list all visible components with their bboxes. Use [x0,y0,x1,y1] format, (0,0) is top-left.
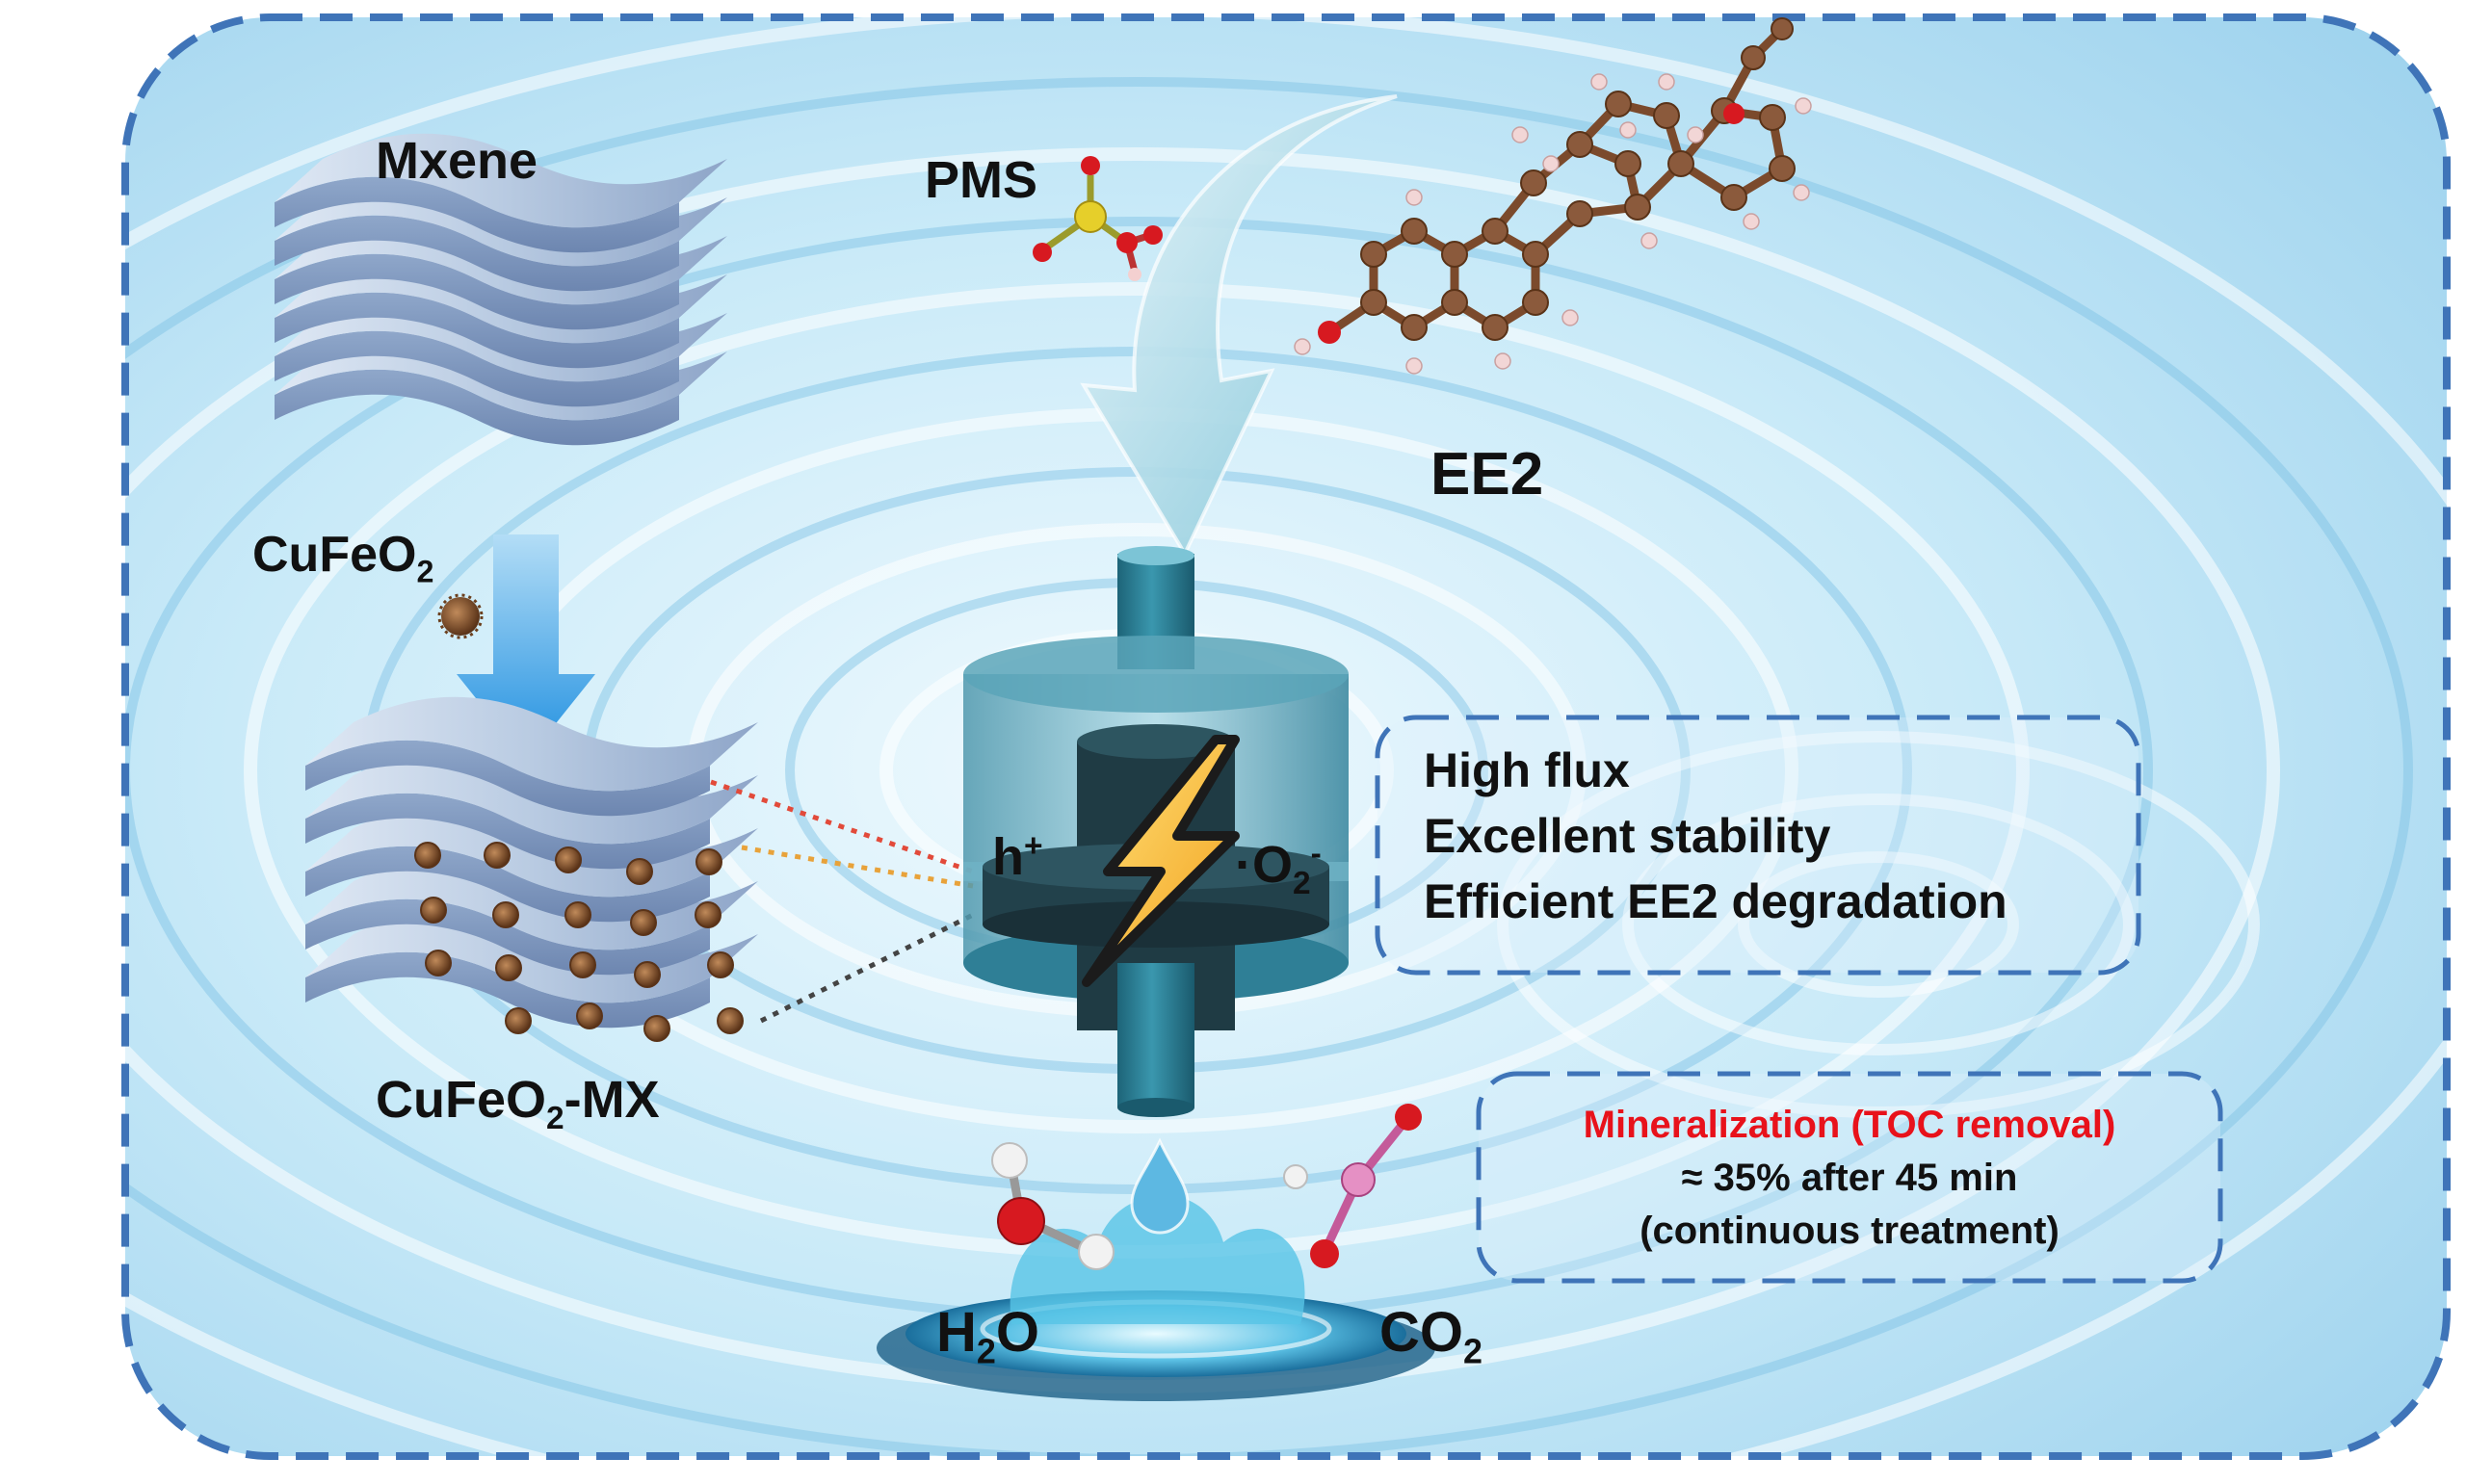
co2-label: CO2 [1379,1301,1482,1371]
h2o-label: H2O [936,1301,1040,1371]
hole-label: h+ [992,828,1043,886]
mineralization-title: Mineralization (TOC removal) [1583,1104,2116,1146]
lightning-bolt-icon [1082,735,1240,987]
feature-high-flux: High flux [1424,743,1630,797]
ee2-label: EE2 [1430,441,1544,508]
superoxide-label: ·O2- [1235,836,1322,901]
ee2-molecule [1294,17,1812,375]
mxene-label: Mxene [376,132,538,190]
inflow-arrow [1080,94,1398,559]
features-box [1375,715,2141,976]
h2o-molecule [991,1142,1115,1270]
cufeo2-mx-label: CuFeO2-MX [376,1071,660,1136]
mineralization-note: (continuous treatment) [1640,1210,2059,1252]
co2-molecule [1283,1104,1422,1268]
zoom-lines [710,779,975,1024]
water-splash [877,1137,1435,1401]
water-drop-icon [1130,1137,1190,1235]
feature-efficient-degradation: Efficient EE2 degradation [1424,874,2007,928]
cufeo2-particle [437,593,484,639]
cufeo2-mx-sheets [305,696,758,1042]
cufeo2-label: CuFeO2 [252,527,434,589]
mxene-sheets [275,133,727,446]
membrane-module[interactable] [963,546,1349,1117]
pms-molecule [1033,156,1163,281]
loaded-particles [414,842,744,1042]
mineralization-value: ≈ 35% after 45 min [1681,1157,2018,1199]
panel-border [121,13,2451,1460]
pms-label: PMS [925,151,1038,209]
mineralization-box [1476,1071,2223,1284]
feature-excellent-stability: Excellent stability [1424,809,1831,863]
